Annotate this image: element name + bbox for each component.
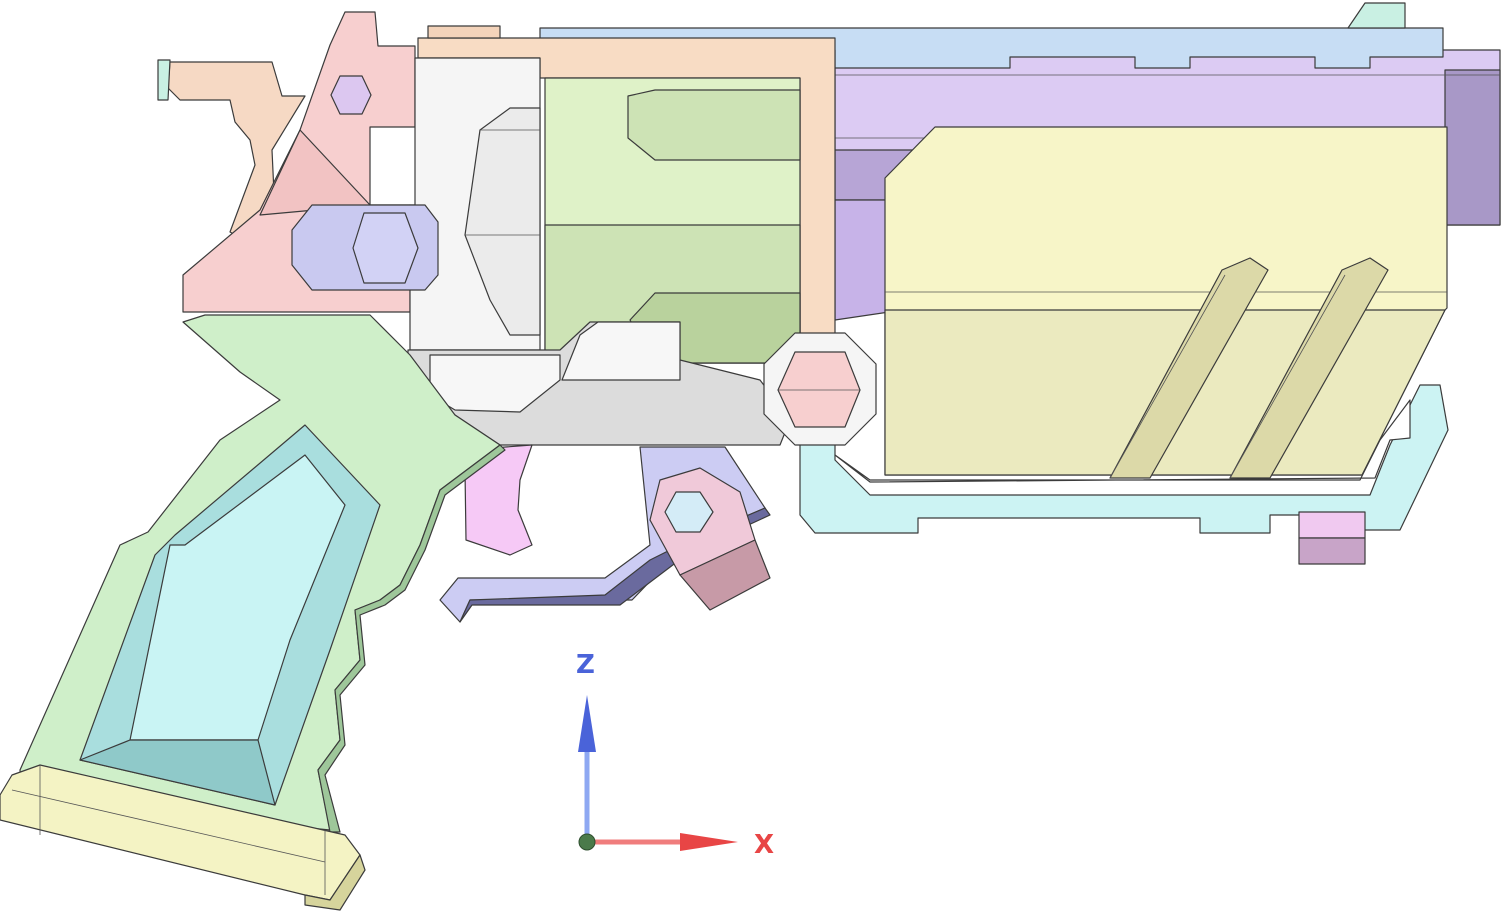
part-shroud[interactable] xyxy=(884,126,1448,479)
grip-panel-bevel xyxy=(79,739,276,806)
part-front-sight[interactable] xyxy=(1347,2,1406,29)
shroud-slot-2 xyxy=(1229,257,1389,479)
part-release-link[interactable] xyxy=(649,467,771,611)
shroud-slot-1 xyxy=(1109,257,1269,479)
part-frame-lower[interactable] xyxy=(407,321,791,446)
x-axis-arrowhead xyxy=(680,833,738,851)
x-axis-label: X xyxy=(754,830,774,860)
release-link-hex xyxy=(664,491,714,533)
part-cylinder-crane[interactable] xyxy=(409,57,541,351)
part-trigger[interactable] xyxy=(464,444,533,556)
guard-block-face xyxy=(1298,537,1366,565)
crane-face xyxy=(464,107,541,336)
axis-origin xyxy=(578,833,596,851)
cylinder-pin-hex xyxy=(352,212,419,284)
axis-triad: Z X xyxy=(576,650,774,860)
barrel-muzzle-face xyxy=(1444,69,1501,226)
part-grip-base-plate[interactable] xyxy=(0,764,366,911)
part-cylinder[interactable] xyxy=(544,77,801,364)
part-cylinder-pin[interactable] xyxy=(291,204,439,291)
part-guard-block[interactable] xyxy=(1298,511,1366,565)
z-axis-label: Z xyxy=(576,650,595,680)
hammer-spur-side xyxy=(157,59,171,101)
grip-base-plate-face xyxy=(304,854,366,911)
guard-block-top xyxy=(1298,511,1366,539)
grip-frame-side xyxy=(317,444,506,833)
part-front-pivot-bolt[interactable] xyxy=(763,332,877,446)
top-strap-bump xyxy=(427,25,501,39)
trigger-blade xyxy=(464,444,533,556)
z-axis-arrowhead xyxy=(578,695,596,752)
cylinder-flute-top xyxy=(627,89,801,161)
hex-bolt-top xyxy=(330,75,372,115)
front-sight-blade xyxy=(1347,2,1406,29)
frame-hammer-notch xyxy=(561,321,681,381)
part-grip-panel[interactable] xyxy=(79,424,381,806)
pivot-bolt-hex xyxy=(777,351,861,428)
release-link-face xyxy=(679,539,771,611)
guard-inner-cut xyxy=(834,399,1411,483)
